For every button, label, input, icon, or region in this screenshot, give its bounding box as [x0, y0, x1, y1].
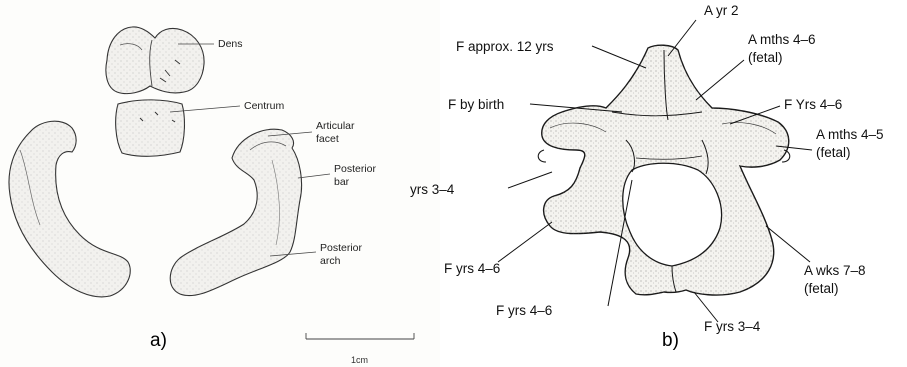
label-f-approx-12-yrs: F approx. 12 yrs — [456, 40, 554, 54]
label-f-yrs-3-4: F yrs 3–4 — [704, 320, 760, 334]
centrum-bone — [116, 100, 185, 156]
panel-a-drawing — [0, 0, 440, 367]
left-neural-arch — [9, 121, 130, 297]
label-a-wks-7-8-line1: A wks 7–8 — [804, 264, 866, 278]
label-a-mths-4-6-line2: (fetal) — [748, 51, 783, 65]
label-posterior-bar-line1: Posterior — [334, 164, 376, 175]
label-articular-facet-line2: facet — [316, 134, 339, 145]
panel-a: Dens Centrum Articular facet Posterior b… — [0, 0, 440, 367]
label-f-yrs-4-6-right: F Yrs 4–6 — [784, 98, 842, 112]
label-a-mths-4-5-line2: (fetal) — [816, 146, 851, 160]
label-a-wks-7-8-line2: (fetal) — [804, 282, 839, 296]
label-posterior-arch-line1: Posterior — [320, 243, 362, 254]
vertebra-bone — [538, 45, 790, 295]
label-a-mths-4-6-line1: A mths 4–6 — [748, 33, 816, 47]
label-articular-facet-line1: Articular — [316, 121, 355, 132]
label-centrum: Centrum — [244, 101, 284, 112]
label-a-yr-2: A yr 2 — [704, 4, 739, 18]
panel-b-letter: b) — [662, 331, 679, 350]
label-posterior-bar-line2: bar — [334, 177, 349, 188]
scale-bar-label: 1cm — [351, 356, 368, 365]
label-f-yrs-4-6-bottom: F yrs 4–6 — [496, 304, 552, 318]
label-a-mths-4-5-line1: A mths 4–5 — [816, 128, 884, 142]
label-f-by-birth: F by birth — [448, 98, 504, 112]
label-f-yrs-4-6-left: F yrs 4–6 — [444, 262, 500, 276]
panel-b: A yr 2 F approx. 12 yrs A mths 4–6 (feta… — [440, 0, 907, 367]
right-neural-arch — [170, 129, 301, 295]
label-yrs-3-4: yrs 3–4 — [410, 183, 454, 197]
label-dens: Dens — [218, 39, 243, 50]
panel-a-letter: a) — [150, 331, 167, 350]
dens-bone — [106, 27, 204, 94]
label-posterior-arch-line2: arch — [320, 256, 340, 267]
scale-bar — [306, 333, 414, 339]
